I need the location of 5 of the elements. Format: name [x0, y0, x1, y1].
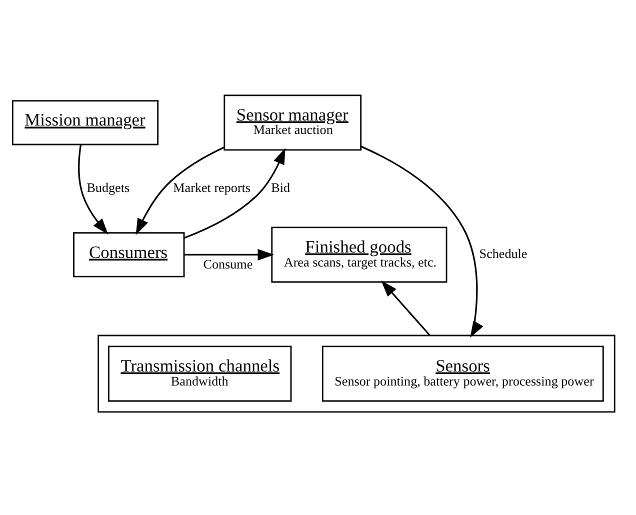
edge-label: Consume: [203, 256, 253, 271]
edge-label: Bid: [271, 180, 290, 195]
edge-label: Budgets: [86, 180, 130, 195]
edge-label: Schedule: [479, 246, 528, 261]
edge-label: Market reports: [173, 180, 251, 195]
